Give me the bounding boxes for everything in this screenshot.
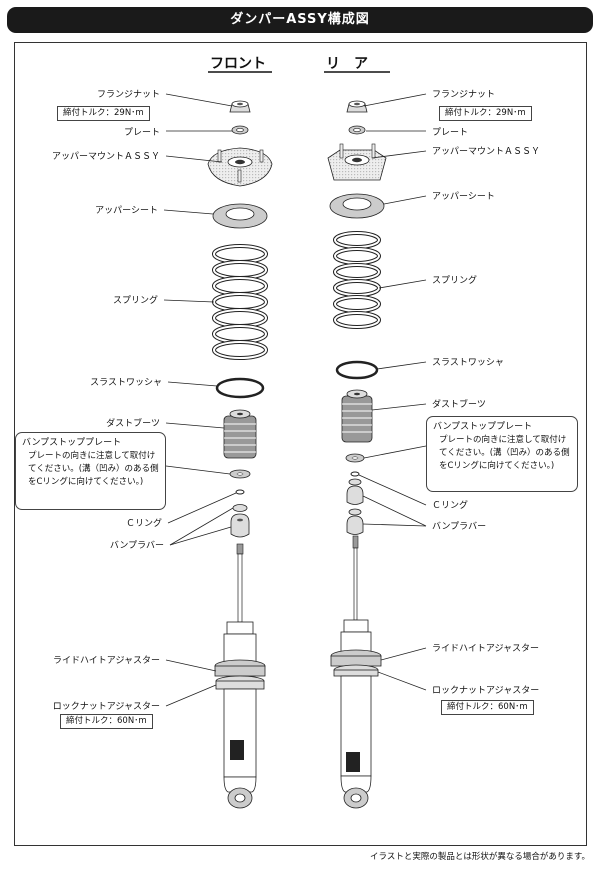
front-bump-stop-plate-part xyxy=(229,469,251,479)
rear-label-thrust-washer: スラストワッシャ xyxy=(432,357,504,368)
rear-spring-part xyxy=(333,231,381,329)
page-title: ダンパーASSY構成図 xyxy=(7,7,593,33)
rear-damper-body-part xyxy=(330,619,382,809)
front-label-dust-boot: ダストブーツ xyxy=(106,417,160,429)
front-plate-part xyxy=(231,125,249,135)
front-flange-nut-part xyxy=(229,100,251,113)
rear-note-body: プレートの向きに注意して取付けてください。(溝（凹み）のある側をCリングに向けて… xyxy=(439,435,570,471)
front-lock-torque-box: 締付トルク：60N･m xyxy=(60,714,153,729)
rear-assembly xyxy=(327,100,387,809)
rear-label-c-ring: Ｃリング xyxy=(432,499,468,511)
rear-thrust-washer-part xyxy=(335,360,379,380)
front-spring-part xyxy=(212,244,268,360)
rear-piston-rod-part xyxy=(352,535,359,621)
diagram-frame xyxy=(14,42,587,846)
rear-note-title: バンプストッププレート xyxy=(433,422,533,432)
front-note-title: バンプストッププレート xyxy=(22,438,122,448)
rear-plate-part xyxy=(348,125,366,135)
front-upper-mount-part xyxy=(207,147,273,187)
rear-label-upper-mount: アッパーマウントＡＳＳＹ xyxy=(432,146,540,157)
front-label-bump-rubber: バンプラバー xyxy=(110,540,164,551)
rear-lock-torque-box: 締付トルク：60N･m xyxy=(441,700,534,715)
rear-heading: リ ア xyxy=(326,56,368,72)
rear-label-upper-seat: アッパーシート xyxy=(432,191,495,202)
front-flange-torque-box: 締付トルク：29N･m xyxy=(57,106,150,121)
rear-bump-rubber-lower-part xyxy=(346,508,364,535)
front-label-plate: プレート xyxy=(124,127,160,138)
front-damper-body-part xyxy=(214,621,266,809)
rear-label-ride-height: ライドハイトアジャスター xyxy=(432,643,539,654)
rear-bump-stop-plate-part xyxy=(345,453,365,463)
rear-flange-torque-box: 締付トルク：29N･m xyxy=(439,106,532,121)
front-dust-boot-part xyxy=(223,409,257,459)
front-bump-rubber-part xyxy=(230,504,250,538)
front-assembly xyxy=(207,100,273,809)
footer-disclaimer: イラストと実際の製品とは形状が異なる場合があります。 xyxy=(370,852,590,862)
rear-flange-nut-part xyxy=(346,100,368,113)
rear-label-plate: プレート xyxy=(432,127,468,138)
front-heading: フロント xyxy=(210,56,266,72)
front-label-thrust-washer: スラストワッシャ xyxy=(90,377,162,388)
rear-label-lock-nut: ロックナットアジャスター xyxy=(432,685,539,696)
front-label-ride-height: ライドハイトアジャスター xyxy=(53,655,160,666)
rear-label-bump-rubber: バンプラバー xyxy=(432,521,486,532)
front-bump-stop-note: バンプストッププレート プレートの向きに注意して取付けてください。(溝（凹み）の… xyxy=(15,432,166,510)
front-piston-rod-part xyxy=(236,543,244,623)
front-label-lock-nut: ロックナットアジャスター xyxy=(53,701,160,712)
rear-upper-seat-part xyxy=(329,193,385,219)
front-label-upper-mount: アッパーマウントＡＳＳＹ xyxy=(52,151,160,162)
front-c-ring-part xyxy=(235,489,245,495)
rear-label-dust-boot: ダストブーツ xyxy=(432,398,486,410)
rear-bump-rubber-upper-part xyxy=(346,478,364,505)
front-upper-seat-part xyxy=(212,203,268,229)
rear-dust-boot-part xyxy=(341,389,373,443)
rear-c-ring-part xyxy=(350,471,360,477)
front-thrust-washer-part xyxy=(215,377,265,399)
front-label-spring: スプリング xyxy=(113,294,158,306)
rear-bump-stop-note: バンプストッププレート プレートの向きに注意して取付けてください。(溝（凹み）の… xyxy=(426,416,578,492)
rear-label-spring: スプリング xyxy=(432,274,477,286)
front-label-c-ring: Ｃリング xyxy=(126,517,162,529)
rear-label-flange-nut: フランジナット xyxy=(432,89,495,100)
front-label-flange-nut: フランジナット xyxy=(97,89,160,100)
front-label-upper-seat: アッパーシート xyxy=(95,205,158,216)
rear-upper-mount-part xyxy=(327,143,387,181)
front-note-body: プレートの向きに注意して取付けてください。(溝（凹み）のある側をCリングに向けて… xyxy=(28,451,159,487)
